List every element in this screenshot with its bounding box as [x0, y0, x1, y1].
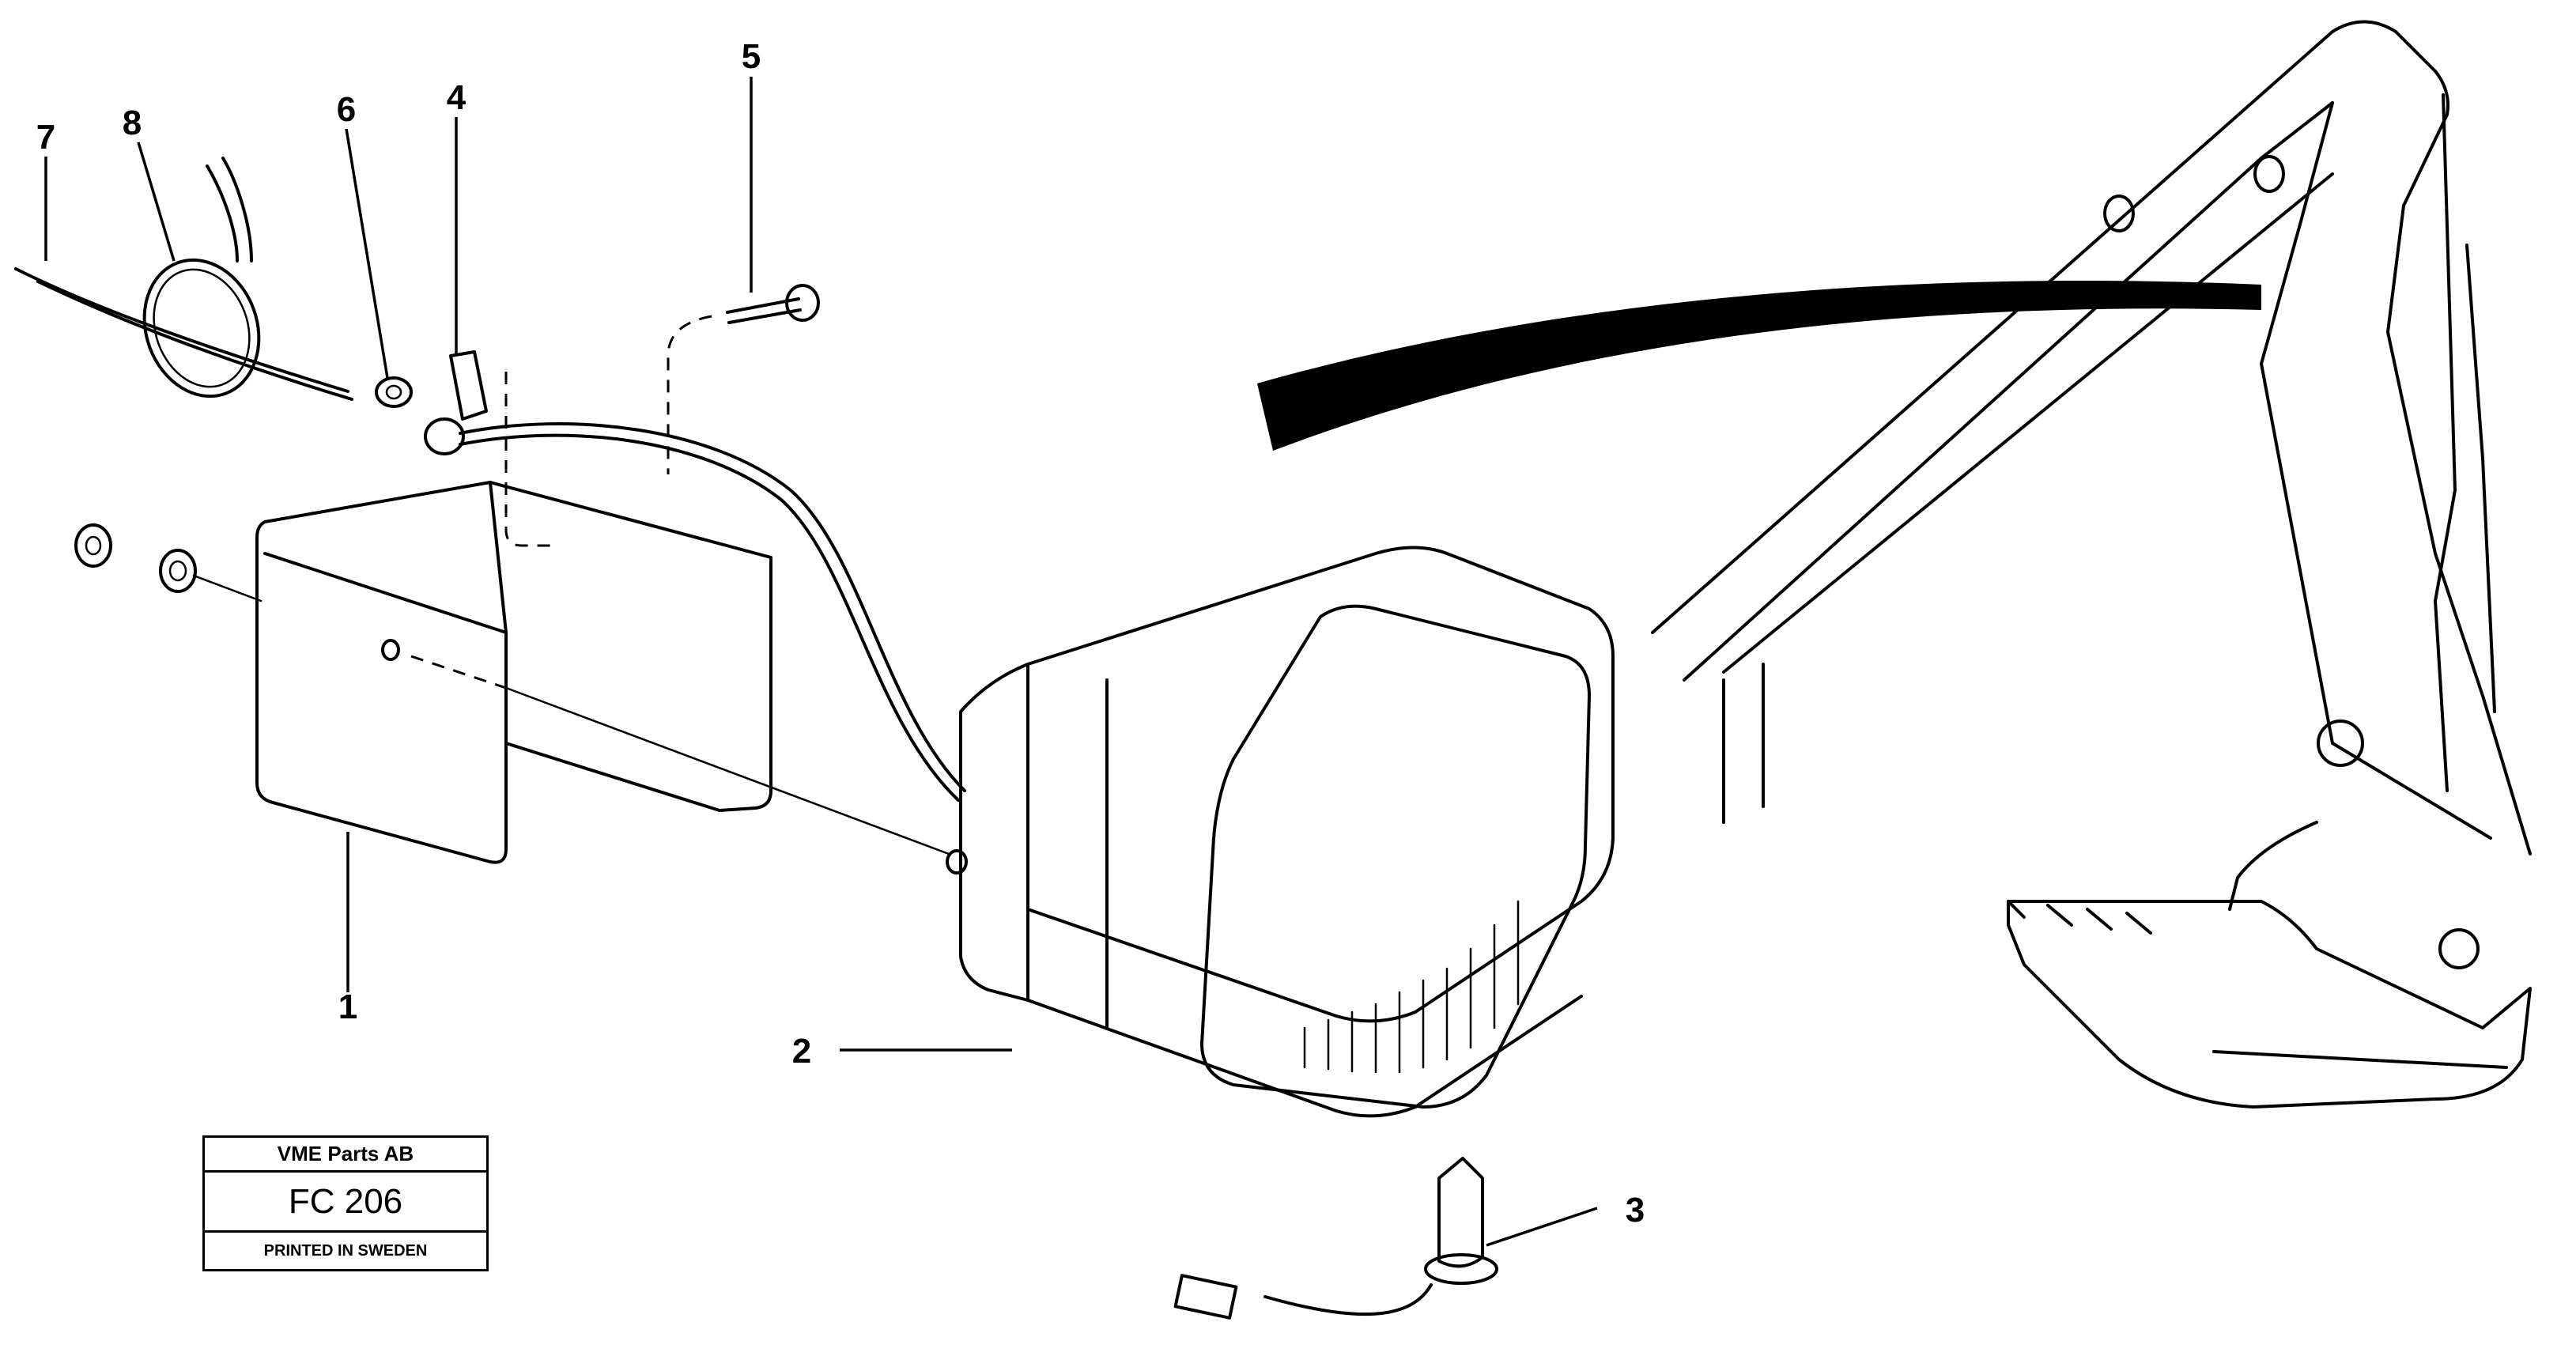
excavator-arm	[1257, 20, 2532, 1109]
stamp-printed-note: PRINTED IN SWEDEN	[263, 1241, 428, 1260]
callout-8: 8	[123, 104, 142, 142]
work-lamp	[946, 546, 1615, 1118]
callout-1: 1	[338, 988, 357, 1026]
cable-tie	[14, 157, 353, 401]
washer-and-nut	[74, 523, 263, 602]
nut	[375, 376, 413, 408]
title-stamp: VME Parts AB FC 206 PRINTED IN SWEDEN	[202, 1135, 489, 1271]
callout-2: 2	[792, 1032, 811, 1071]
lamp-shield	[255, 481, 950, 864]
callout-5: 5	[742, 37, 761, 76]
callout-6: 6	[337, 90, 356, 129]
callout-4: 4	[447, 78, 466, 117]
screw	[667, 284, 820, 474]
leader-lines	[44, 77, 1598, 1247]
bulb-holder	[1173, 1157, 1498, 1320]
stamp-company: VME Parts AB	[205, 1138, 486, 1173]
stamp-drawing-code: FC 206	[205, 1173, 486, 1233]
callout-7: 7	[36, 118, 55, 157]
clamp	[424, 350, 553, 547]
callout-3: 3	[1626, 1191, 1645, 1229]
lamp-cable	[459, 422, 966, 792]
